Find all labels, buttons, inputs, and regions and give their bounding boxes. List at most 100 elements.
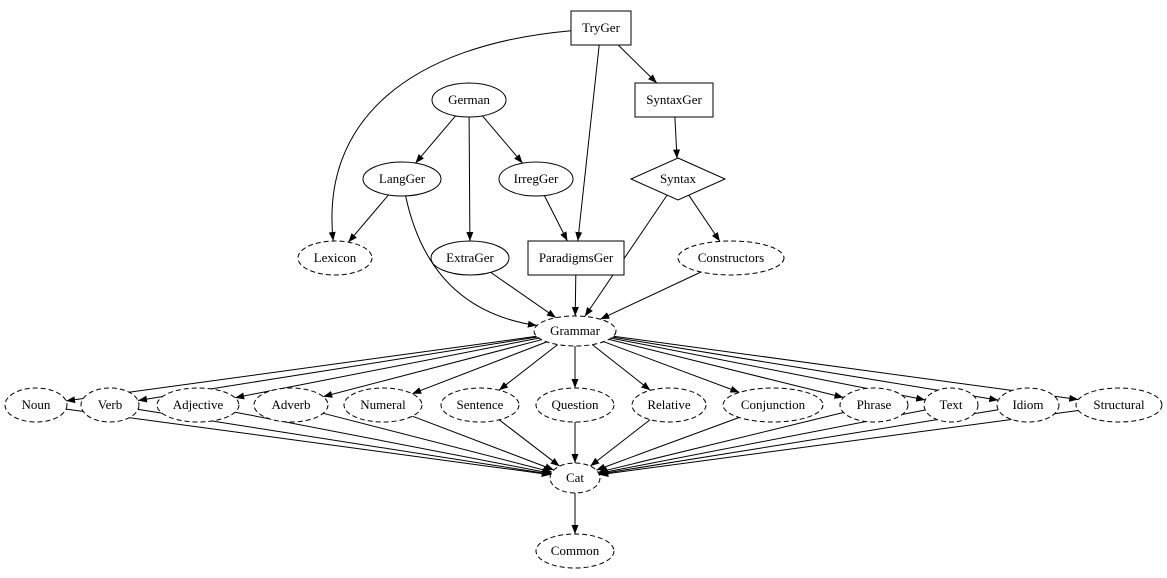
node-shape-tryger <box>570 10 632 46</box>
node-shape-constructors <box>677 240 785 276</box>
edge-conjunction-cat <box>596 417 740 471</box>
node-label-cat: Cat <box>566 470 584 485</box>
node-shape-syntax <box>629 157 727 201</box>
edge-langger-grammar <box>405 195 537 328</box>
node-label-constructors: Constructors <box>698 250 764 265</box>
edge-grammar-idiom <box>612 336 999 403</box>
node-shape-text <box>923 387 979 423</box>
node-shape-grammar <box>533 315 617 347</box>
node-label-grammar: Grammar <box>550 323 600 338</box>
node-label-langger: LangGer <box>379 171 426 186</box>
node-conjunction: Conjunction <box>722 387 824 423</box>
node-irregger: IrregGer <box>498 161 574 197</box>
node-shape-lexicon <box>297 240 373 276</box>
node-label-lexicon: Lexicon <box>314 250 357 265</box>
node-numeral: Numeral <box>343 387 423 423</box>
node-lexicon: Lexicon <box>297 240 373 276</box>
node-grammar: Grammar <box>533 315 617 347</box>
node-label-conjunction: Conjunction <box>741 397 806 412</box>
edge-tryger-syntaxger <box>617 44 658 84</box>
edge-grammar-relative <box>591 344 651 391</box>
node-common: Common <box>535 533 615 569</box>
edge-tryger-lexicon <box>328 30 572 242</box>
node-label-common: Common <box>551 543 600 558</box>
node-label-paradigmsger: ParadigmsGer <box>539 250 614 265</box>
edge-sentence-cat <box>498 419 560 467</box>
node-label-irregger: IrregGer <box>514 171 559 186</box>
edge-german-extrager <box>466 116 474 242</box>
node-shape-extrager <box>430 240 510 276</box>
node-structural: Structural <box>1075 387 1163 423</box>
edge-grammar-adverb <box>323 339 542 398</box>
node-syntax: Syntax <box>629 157 727 201</box>
node-shape-noun <box>4 387 68 423</box>
node-label-noun: Noun <box>22 397 51 412</box>
edge-syntax-constructors <box>688 194 721 242</box>
edge-langger-lexicon <box>348 194 389 243</box>
edge-paradigmsger-grammar <box>571 274 579 317</box>
node-label-phrase: Phrase <box>857 397 892 412</box>
edge-grammar-numeral <box>412 341 547 395</box>
edge-grammar-noun <box>66 335 537 404</box>
node-shape-sentence <box>440 387 520 423</box>
edge-phrase-cat <box>598 412 844 474</box>
node-langger: LangGer <box>362 161 442 197</box>
node-constructors: Constructors <box>677 240 785 276</box>
node-shape-langger <box>362 161 442 197</box>
node-shape-paradigmsger <box>527 240 625 276</box>
edge-syntax-grammar <box>584 194 668 317</box>
node-idiom: Idiom <box>996 387 1060 423</box>
edge-numeral-cat <box>412 415 555 471</box>
node-adjective: Adjective <box>156 387 240 423</box>
node-sentence: Sentence <box>440 387 520 423</box>
node-adverb: Adverb <box>253 387 329 423</box>
node-label-numeral: Numeral <box>360 397 406 412</box>
node-label-relative: Relative <box>647 397 691 412</box>
node-extrager: ExtraGer <box>430 240 510 276</box>
node-label-verb: Verb <box>98 397 123 412</box>
node-shape-common <box>535 533 615 569</box>
edge-irregger-paradigmsger <box>543 195 568 242</box>
node-label-german: German <box>448 92 490 107</box>
node-phrase: Phrase <box>839 387 909 423</box>
node-label-sentence: Sentence <box>457 397 504 412</box>
node-label-idiom: Idiom <box>1012 397 1043 412</box>
node-label-text: Text <box>940 397 963 412</box>
edge-grammar-structural <box>613 335 1079 402</box>
node-shape-structural <box>1075 387 1163 423</box>
node-shape-question <box>535 387 615 423</box>
node-shape-relative <box>631 387 707 423</box>
node-paradigmsger: ParadigmsGer <box>527 240 625 276</box>
edge-constructors-grammar <box>600 271 702 320</box>
node-text: Text <box>923 387 979 423</box>
node-shape-adverb <box>253 387 329 423</box>
node-relative: Relative <box>631 387 707 423</box>
node-shape-irregger <box>498 161 574 197</box>
edge-idiom-cat <box>599 409 999 477</box>
node-label-syntax: Syntax <box>660 171 697 186</box>
edge-relative-cat <box>589 419 651 467</box>
edge-grammar-sentence <box>498 344 558 391</box>
node-shape-verb <box>80 387 140 423</box>
node-shape-idiom <box>996 387 1060 423</box>
node-shape-german <box>431 82 507 118</box>
node-question: Question <box>535 387 615 423</box>
node-german: German <box>431 82 507 118</box>
node-shape-conjunction <box>722 387 824 423</box>
node-shape-syntaxger <box>634 82 714 118</box>
node-shape-adjective <box>156 387 240 423</box>
node-label-adjective: Adjective <box>173 397 224 412</box>
node-label-tryger: TryGer <box>582 20 620 35</box>
edge-german-langger <box>415 115 456 164</box>
node-tryger: TryGer <box>570 10 632 46</box>
node-verb: Verb <box>80 387 140 423</box>
node-label-structural: Structural <box>1093 397 1145 412</box>
node-syntaxger: SyntaxGer <box>634 82 714 118</box>
edge-tryger-paradigmsger <box>575 44 600 242</box>
node-label-extrager: ExtraGer <box>446 250 494 265</box>
edge-syntaxger-syntax <box>673 116 681 159</box>
edge-noun-cat <box>66 408 551 477</box>
node-noun: Noun <box>4 387 68 423</box>
edge-adverb-cat <box>323 412 553 474</box>
